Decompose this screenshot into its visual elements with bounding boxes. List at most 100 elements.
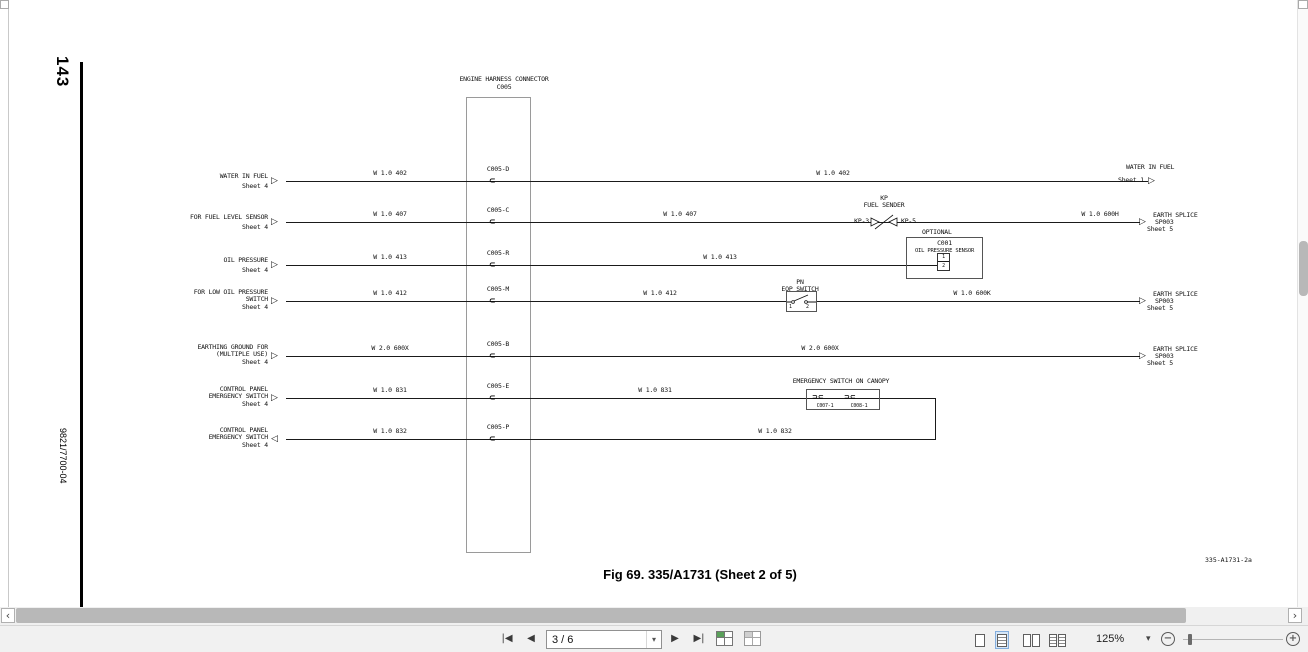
wire-segment [286, 265, 937, 266]
table-tool-icon[interactable] [716, 631, 733, 646]
zoom-level-label[interactable]: 125% [1096, 633, 1125, 645]
margin-page-number: 143 [53, 56, 72, 88]
eop-terminal-2: 2 [806, 304, 809, 310]
row7-left-sheet: Sheet 4 [242, 441, 268, 449]
row6-wire-label-left: W 1.0 831 [373, 386, 407, 394]
wire-segment [286, 398, 935, 399]
row2-wire-label-out: W 1.0 600H [1081, 210, 1119, 218]
canopy-conn-right: C008-1 [850, 403, 868, 409]
wire-segment [286, 356, 1140, 357]
row4-pin-label: C005-M [486, 285, 510, 293]
row5-wire-label-left: W 2.0 600X [371, 344, 409, 352]
arrow-right-icon: ▷ [271, 351, 278, 361]
row3-left-sheet: Sheet 4 [242, 266, 268, 274]
row2-wire-label-left: W 1.0 407 [373, 210, 407, 218]
row5-left-label-2: (MULTIPLE USE) [216, 350, 268, 358]
fuel-sender-name: FUEL SENDER [863, 201, 905, 209]
connector-pin-icon: ⊂ [489, 217, 496, 226]
arrow-right-icon: ▷ [1139, 217, 1146, 227]
layout-facing-button[interactable] [1022, 632, 1041, 648]
page-edge-line [8, 0, 9, 607]
wire-segment [817, 301, 1140, 302]
earth-splice-sheet: Sheet 5 [1147, 304, 1173, 312]
row7-wire-label-right: W 1.0 832 [758, 427, 792, 435]
row3-pin-label: C005-R [486, 249, 510, 257]
margin-doc-code: 9821/7700-04 [58, 428, 68, 484]
scroll-right-button[interactable]: › [1288, 608, 1302, 623]
arrow-right-icon: ▷ [271, 217, 278, 227]
connector-pin-icon: ⊂ [489, 296, 496, 305]
earth-splice-label: EARTH SPLICE [1153, 345, 1198, 353]
first-page-button[interactable]: |◀ [501, 633, 513, 644]
pin-pair-icon: ⊃⊂ [812, 393, 824, 401]
facing-page-icon [1023, 633, 1031, 647]
earth-splice-sheet: Sheet 5 [1147, 359, 1173, 367]
connector-title: ENGINE HARNESS CONNECTOR [459, 75, 549, 83]
zoom-out-button[interactable]: − [1161, 632, 1175, 646]
row3-wire-label-right: W 1.0 413 [703, 253, 737, 261]
drawing-reference: 335-A1731-2a [1205, 556, 1252, 564]
pin-pair-icon: ⊃⊂ [844, 393, 856, 401]
row7-left-label-1: CONTROL PANEL [219, 426, 268, 434]
row6-wire-label-right: W 1.0 831 [638, 386, 672, 394]
fuel-sender-term-right: KP-5 [901, 217, 916, 225]
wire-segment-vertical [935, 398, 936, 440]
row1-wire-label-left: W 1.0 402 [373, 169, 407, 177]
canopy-switch-box [806, 389, 880, 410]
switch-symbol-icon [787, 294, 816, 304]
horizontal-scrollbar-thumb[interactable] [16, 608, 1186, 623]
single-page-icon [975, 633, 985, 647]
row2-wire-label-mid: W 1.0 407 [663, 210, 697, 218]
layout-continuous-button[interactable] [995, 631, 1009, 649]
arrow-right-icon: ▷ [1148, 176, 1155, 186]
row4-left-label-2: SWITCH [245, 295, 268, 303]
earth-splice-label: EARTH SPLICE [1153, 290, 1198, 298]
row4-wire-label-out: W 1.0 600K [953, 289, 991, 297]
scroll-left-button[interactable]: ‹ [1, 608, 15, 623]
row6-pin-label: C005-E [486, 382, 510, 390]
row1-left-label: WATER IN FUEL [219, 172, 268, 180]
row2-left-label: FOR FUEL LEVEL SENSOR [190, 213, 268, 221]
page-number-combo[interactable]: ▾ [546, 630, 662, 649]
page-number-input[interactable] [547, 631, 645, 648]
layout-single-page-button[interactable] [974, 632, 986, 648]
last-page-button[interactable]: ▶| [693, 633, 705, 644]
earth-splice-sheet: Sheet 5 [1147, 225, 1173, 233]
horizontal-scrollbar[interactable]: ‹ › [0, 607, 1308, 625]
arrow-right-icon: ▷ [1139, 296, 1146, 306]
zoom-caret-icon[interactable]: ▾ [1146, 634, 1151, 644]
row6-left-label-2: EMERGENCY SWITCH [208, 392, 269, 400]
previous-page-button[interactable]: ◀ [527, 633, 535, 644]
row2-left-sheet: Sheet 4 [242, 223, 268, 231]
row7-wire-label-left: W 1.0 832 [373, 427, 407, 435]
zoom-in-button[interactable]: + [1286, 632, 1300, 646]
canopy-conn-left: C007-1 [816, 403, 834, 409]
earth-splice-code: SP003 [1155, 297, 1174, 305]
vertical-scrollbar[interactable] [1297, 0, 1308, 607]
figure-caption: Fig 69. 335/A1731 (Sheet 2 of 5) [603, 567, 797, 582]
row1-wire-label-right: W 1.0 402 [816, 169, 850, 177]
row3-wire-label-left: W 1.0 413 [373, 253, 407, 261]
connector-code: C005 [496, 83, 512, 91]
row5-pin-label: C005-B [486, 340, 510, 348]
continuous-page-icon [997, 633, 1007, 647]
row6-left-sheet: Sheet 4 [242, 400, 268, 408]
vertical-scrollbar-thumb[interactable] [1299, 241, 1308, 296]
eop-switch-tag: PN [796, 278, 804, 286]
terminal-divider [938, 261, 949, 262]
zoom-slider-handle[interactable] [1188, 634, 1192, 645]
page-combo-caret-icon[interactable]: ▾ [646, 631, 661, 648]
scroll-corner [0, 0, 9, 9]
eop-switch-name: EOP SWITCH [781, 285, 819, 293]
arrow-right-icon: ▷ [271, 176, 278, 186]
layout-facing-continuous-button[interactable] [1048, 632, 1067, 648]
row1-left-sheet: Sheet 4 [242, 182, 268, 190]
table-tool-disabled-icon[interactable] [744, 631, 761, 646]
scroll-up-button[interactable] [1298, 0, 1308, 9]
arrow-right-icon: ▷ [1139, 351, 1146, 361]
zoom-slider[interactable] [1183, 639, 1283, 640]
next-page-button[interactable]: ▶ [671, 633, 679, 644]
row6-left-label-1: CONTROL PANEL [219, 385, 268, 393]
arrow-right-icon: ▷ [271, 260, 278, 270]
row1-right-sheet: Sheet 1 [1118, 176, 1144, 184]
